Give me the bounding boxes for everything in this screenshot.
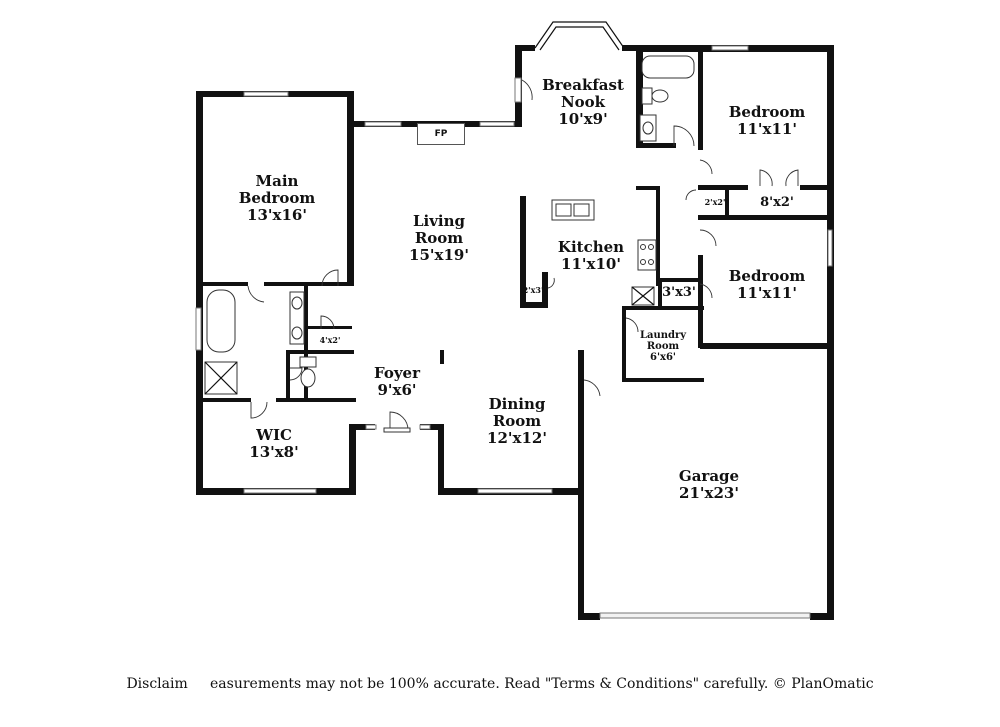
foyer-size: 9'x6' <box>377 381 417 399</box>
garage-name: Garage <box>678 467 740 485</box>
room-label-closet-8x2: 8'x2' <box>748 194 806 211</box>
disclaimer-text: Disclaim easurements may not be 100% acc… <box>126 676 874 692</box>
fireplace: FP <box>417 123 465 145</box>
room-label-wic: WIC 13'x8' <box>234 427 314 461</box>
room-label-closet-3x3: 3'x3' <box>660 284 698 301</box>
kitchen-name: Kitchen <box>557 238 625 256</box>
dining-room-name-2: Room <box>492 412 542 430</box>
room-label-garage: Garage 21'x23' <box>664 468 754 502</box>
bedroom-2-size: 11'x11' <box>737 284 797 302</box>
interior-walls <box>196 45 834 402</box>
breakfast-nook-name-1: Breakfast <box>542 76 624 94</box>
closet-2x2-size: 2'x2' <box>704 197 726 207</box>
main-bedroom-size: 13'x16' <box>247 206 307 224</box>
laundry-room-name-1: Laundry <box>639 330 687 341</box>
room-label-main-bedroom: Main Bedroom 13'x16' <box>232 173 322 224</box>
pantry-size: 2'x3' <box>522 285 544 295</box>
breakfast-nook-size: 10'x9' <box>558 110 608 128</box>
closet-3x3-size: 3'x3' <box>662 285 696 300</box>
breakfast-nook-name-2: Nook <box>560 93 606 111</box>
doors <box>247 79 799 433</box>
kitchen-size: 11'x10' <box>561 255 621 273</box>
bedroom-2-name: Bedroom <box>728 267 806 285</box>
living-room-size: 15'x19' <box>409 246 469 264</box>
room-label-linen-closet: 4'x2' <box>316 336 344 345</box>
dining-room-name-1: Dining <box>488 395 546 413</box>
laundry-room-size: 6'x6' <box>649 352 676 363</box>
room-label-living-room: Living Room 15'x19' <box>394 213 484 264</box>
wic-size: 13'x8' <box>249 443 299 461</box>
main-bedroom-name-1: Main <box>255 172 299 190</box>
bedroom-1-name: Bedroom <box>728 103 806 121</box>
room-label-closet-2x2: 2'x2' <box>702 198 728 207</box>
room-label-foyer: Foyer 9'x6' <box>366 365 428 399</box>
windows <box>195 21 833 619</box>
room-label-bedroom-1: Bedroom 11'x11' <box>722 104 812 138</box>
room-label-laundry-room: Laundry Room 6'x6' <box>634 330 692 363</box>
fixtures <box>204 55 695 395</box>
living-room-name-2: Room <box>414 229 464 247</box>
main-bedroom-name-2: Bedroom <box>238 189 316 207</box>
room-label-dining-room: Dining Room 12'x12' <box>472 396 562 447</box>
linen-closet-size: 4'x2' <box>319 335 341 345</box>
closet-8x2-size: 8'x2' <box>760 195 794 210</box>
room-label-breakfast-nook: Breakfast Nook 10'x9' <box>538 77 628 128</box>
living-room-name-1: Living <box>412 212 466 230</box>
room-label-bedroom-2: Bedroom 11'x11' <box>722 268 812 302</box>
dining-room-size: 12'x12' <box>487 429 547 447</box>
foyer-name: Foyer <box>374 364 420 382</box>
room-label-kitchen: Kitchen 11'x10' <box>546 239 636 273</box>
garage-size: 21'x23' <box>679 484 739 502</box>
bedroom-1-size: 11'x11' <box>737 120 797 138</box>
laundry-room-name-2: Room <box>646 341 680 352</box>
wic-name: WIC <box>256 426 292 444</box>
room-label-pantry: 2'x3' <box>522 286 544 295</box>
